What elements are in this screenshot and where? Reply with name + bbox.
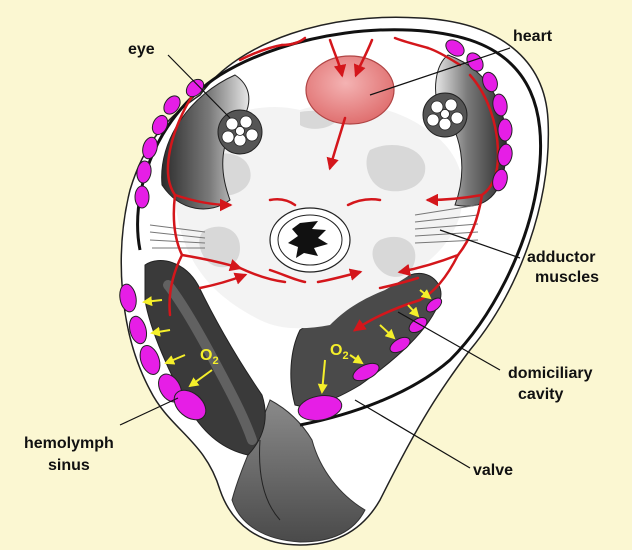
- left-eye: [218, 110, 262, 154]
- gut: [270, 208, 350, 272]
- label-valve: valve: [473, 462, 513, 479]
- label-hemolymph: hemolymph: [24, 435, 114, 452]
- label-eye: eye: [128, 41, 155, 58]
- label-sinus: sinus: [48, 457, 90, 474]
- label-cavity: cavity: [518, 386, 563, 403]
- right-eye: [423, 93, 467, 137]
- label-domiciliary: domiciliary: [508, 365, 593, 382]
- label-heart: heart: [513, 28, 553, 45]
- label-adductor: adductor: [527, 249, 595, 266]
- heart: [306, 56, 394, 124]
- label-muscles: muscles: [535, 269, 599, 286]
